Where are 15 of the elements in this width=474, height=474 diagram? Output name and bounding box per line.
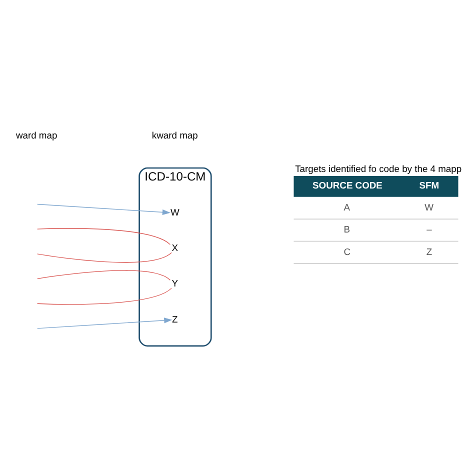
node-text: W <box>170 206 180 217</box>
label: SFM <box>419 178 440 190</box>
legend-label: kward map <box>152 128 198 140</box>
node-text: X <box>172 242 178 253</box>
label: B <box>344 223 350 234</box>
label: C <box>344 245 351 256</box>
label: SOURCE CODE <box>312 178 382 190</box>
node-text: Y <box>172 277 178 288</box>
label: Z <box>426 245 432 256</box>
legend-label: ward map <box>16 128 58 140</box>
label: A <box>344 200 350 212</box>
label: W <box>424 200 434 212</box>
node-text: Z <box>172 312 178 324</box>
label: – <box>426 223 432 234</box>
label: Targets identified fo code by the 4 mapp <box>295 162 462 174</box>
